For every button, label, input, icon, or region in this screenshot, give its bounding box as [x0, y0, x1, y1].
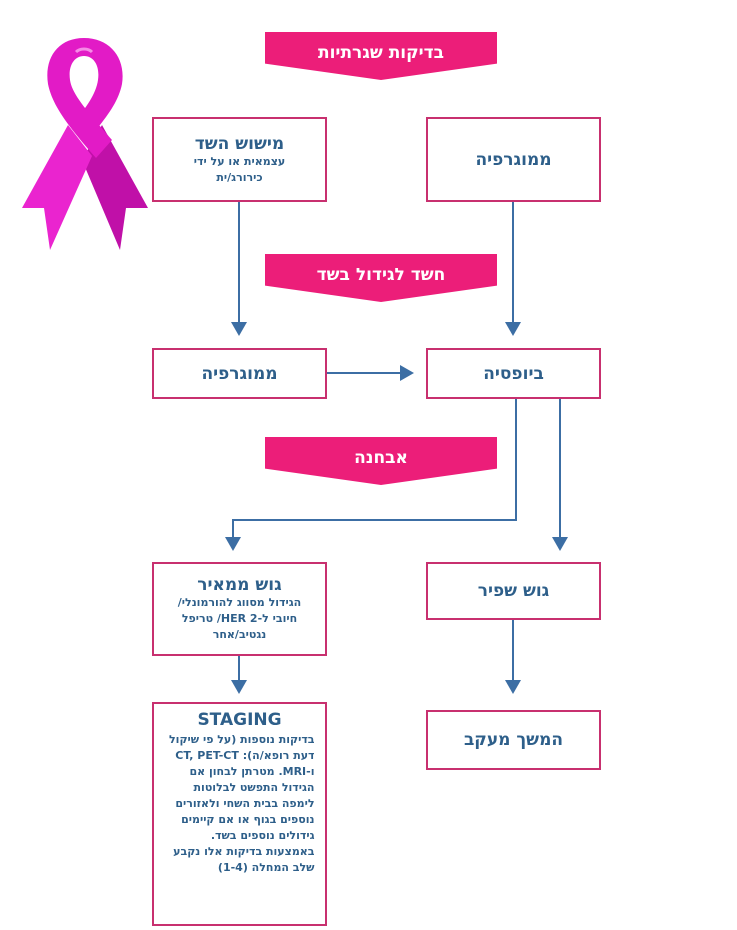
arrowhead-mammo-mid-to-biopsy	[400, 365, 414, 381]
arrow-biopsy-to-malignant	[232, 399, 517, 537]
box-breast-exam-title: מישוש השד	[194, 133, 285, 154]
pink-ribbon-icon	[22, 38, 148, 250]
box-mammography-top-title: ממוגרפיה	[475, 149, 552, 170]
box-biopsy-title: ביופסיה	[483, 363, 544, 384]
arrowhead-exam-to-mammo	[231, 322, 247, 336]
box-staging-title: STAGING	[197, 710, 282, 730]
box-follow-up: המשך מעקב	[426, 710, 601, 770]
arrowhead-benign-to-follow	[505, 680, 521, 694]
box-follow-up-title: המשך מעקב	[463, 730, 564, 750]
arrowhead-biopsy-to-benign	[552, 537, 568, 551]
box-malignant-title: גוש ממאיר	[197, 575, 282, 595]
arrowhead-biopsy-to-malignant	[225, 537, 241, 551]
box-mammography-mid-title: ממוגרפיה	[201, 363, 278, 384]
box-breast-exam: מישוש השד עצמאית או על ידי כירורג/ית	[152, 117, 327, 202]
box-malignant-body: הגידול מסווג להורמונלי/ חיובי ל-HER 2/ ט…	[177, 596, 302, 641]
box-benign-title: גוש שפיר	[477, 581, 550, 601]
banner-suspicion-label: חשד לגידול בשד	[316, 265, 446, 285]
box-staging-body: בדיקות נוספות (על פי שיקול דעת רופא/ה): …	[169, 733, 315, 874]
banner-screening-label: בדיקות שגרתיות	[317, 43, 445, 63]
box-benign: גוש שפיר	[426, 562, 601, 620]
arrowhead-mammo-to-biopsy	[505, 322, 521, 336]
box-staging: STAGING בדיקות נוספות (על פי שיקול דעת ר…	[152, 702, 327, 926]
box-breast-exam-body: עצמאית או על ידי כירורג/ית	[193, 154, 286, 184]
box-malignant: גוש ממאיר הגידול מסווג להורמונלי/ חיובי …	[152, 562, 327, 656]
arrowhead-malignant-to-staging	[231, 680, 247, 694]
box-mammography-mid: ממוגרפיה	[152, 348, 327, 399]
box-mammography-top: ממוגרפיה	[426, 117, 601, 202]
box-biopsy: ביופסיה	[426, 348, 601, 399]
banner-diagnosis-label: אבחנה	[354, 448, 408, 468]
